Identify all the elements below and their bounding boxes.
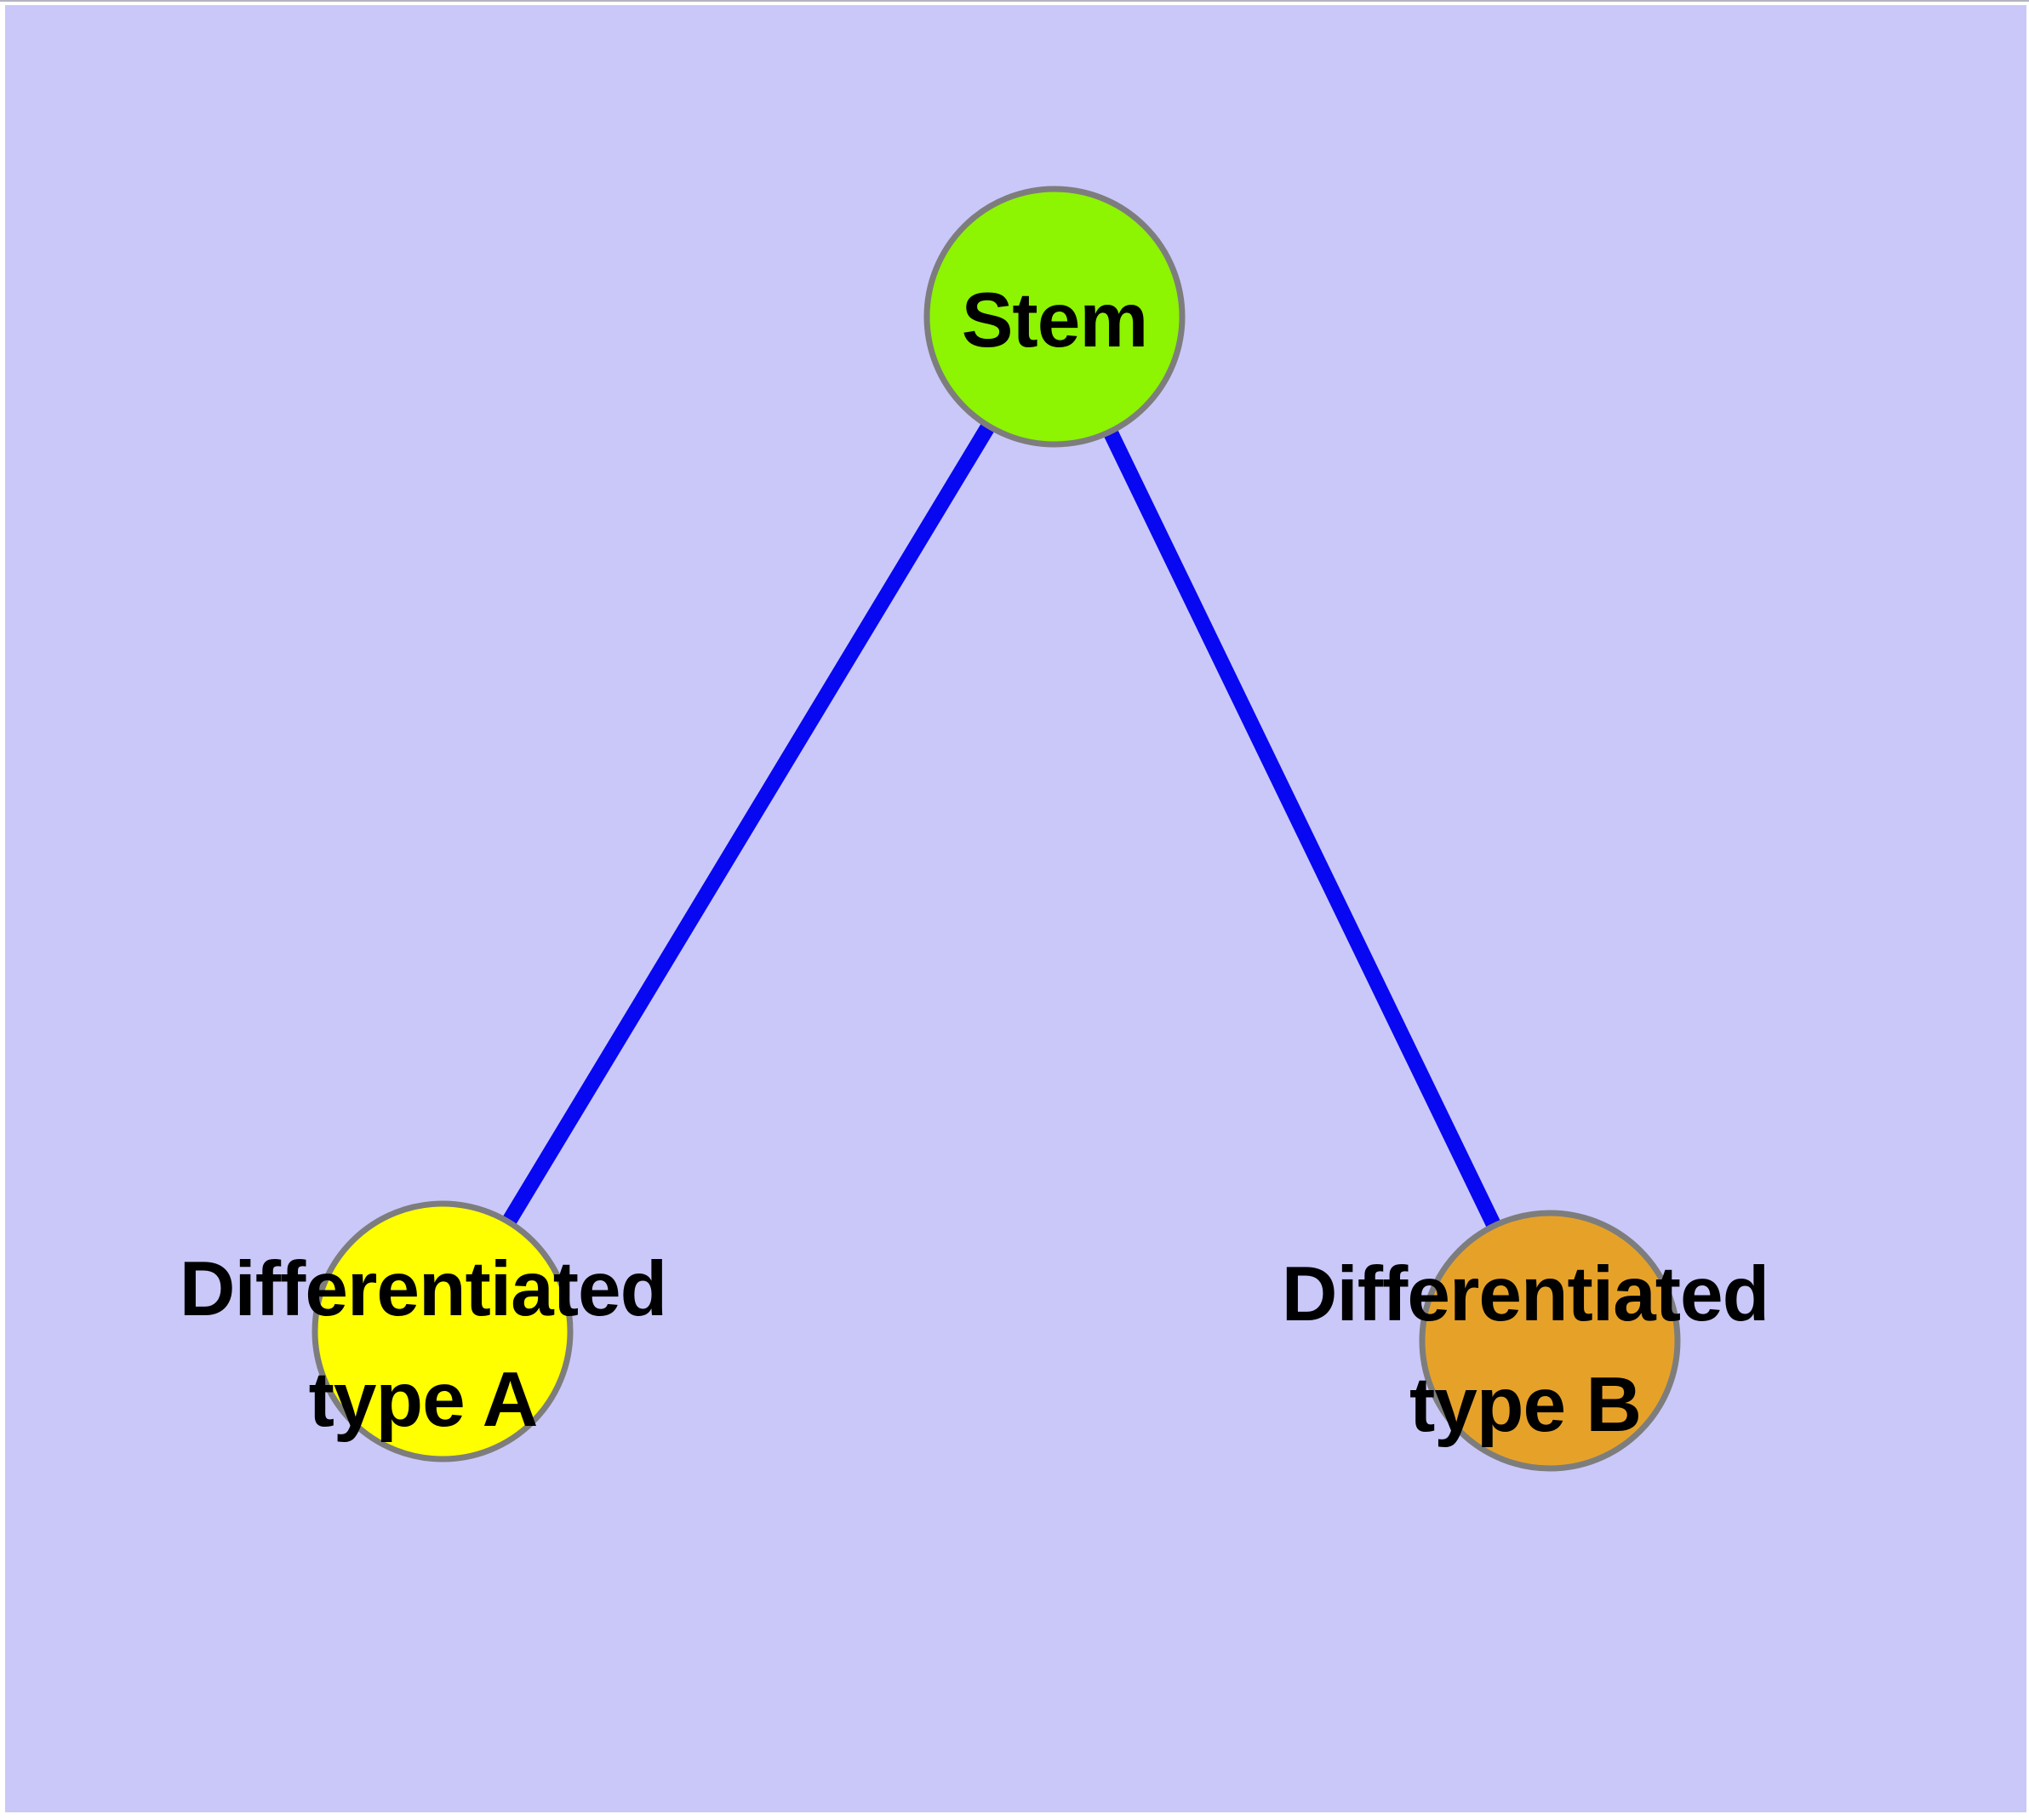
node-stem-label: Stem xyxy=(961,278,1149,363)
node-type-b-label: Differentiated type B xyxy=(1281,1251,1770,1448)
node-type-b-circle[interactable] xyxy=(1419,1210,1681,1472)
top-border-line xyxy=(0,0,2029,2)
node-type-a-circle[interactable] xyxy=(311,1200,574,1462)
diagram-canvas: Stem Differentiated type A Differentiate… xyxy=(5,5,2026,1812)
edge-stem-to-type-b xyxy=(1047,313,1557,1344)
edge-stem-to-type-a xyxy=(436,312,1061,1336)
node-stem-circle[interactable] xyxy=(923,186,1186,448)
node-type-a-label: Differentiated type A xyxy=(179,1246,668,1443)
